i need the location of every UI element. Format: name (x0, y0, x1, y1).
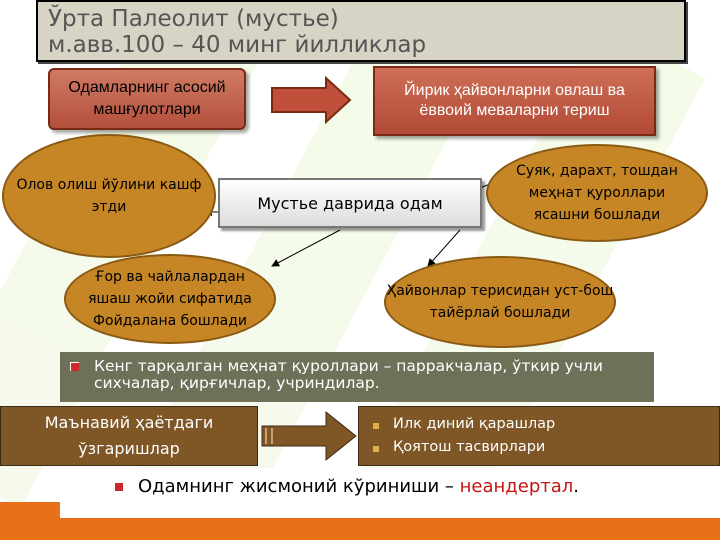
spiritual-list-item: Илк диний қарашлар (393, 416, 556, 432)
ellipse-tools-line-3: ясашни бошлади (533, 207, 661, 223)
footer-suffix: . (573, 476, 579, 497)
tools-bullet-line-1: Кенг тарқалган меҳнат қуроллари – паррак… (94, 357, 603, 375)
spiritual-list-item: Қоятош тасвирлари (393, 439, 546, 455)
ellipse-fire-line-1: Олов олиш йўлини кашф (16, 177, 202, 193)
hunting-line-1: Йирик ҳайвонларни овлаш ва (404, 82, 625, 99)
ellipse-tools: Суяк, дарахт, тошдан меҳнат қуроллари яс… (486, 144, 708, 242)
spiritual-line-1: Маънавий ҳаётдаги (44, 413, 214, 432)
arrow-to-caves (271, 229, 341, 267)
ellipse-skins-line-1: Ҳайвонлар терисидан уст-бош (386, 283, 614, 299)
list-square-icon (373, 423, 379, 429)
footer-statement: Одамнинг жисмоний кўриниши – неандертал. (60, 468, 720, 518)
spiritual-list-box: Илк диний қарашлар Қоятош тасвирлари (358, 406, 720, 466)
center-box: Мустье даврида одам (218, 178, 482, 228)
ellipse-caves-line-3: Фойдалана бошлади (92, 313, 247, 329)
ellipse-caves-line-2: яшаш жойи сифатида (88, 291, 252, 307)
footer-highlight: неандертал (459, 476, 574, 497)
spiritual-box: Маънавий ҳаётдаги ўзгаришлар (0, 406, 258, 466)
ellipse-caves-line-1: Ғор ва чайлалардан (95, 269, 245, 285)
title-box: Ўрта Палеолит (мустье) м.авв.100 – 40 ми… (36, 0, 686, 62)
ellipse-tools-line-2: меҳнат қуроллари (528, 185, 666, 201)
occupations-box: Одамларнинг асосий машғулотлари (48, 68, 246, 130)
list-square-icon (373, 446, 379, 452)
center-label: Мустье даврида одам (257, 193, 443, 213)
bullet-square-icon (70, 362, 79, 371)
ellipse-tools-line-1: Суяк, дарахт, тошдан (516, 163, 678, 179)
occupations-line-2: машғулотлари (93, 101, 201, 118)
ellipse-fire-line-2: этди (91, 199, 127, 215)
bullet-square-icon (114, 482, 123, 491)
block-arrow-spiritual (261, 410, 357, 462)
tools-bullet-box: Кенг тарқалган меҳнат қуроллари – паррак… (60, 352, 654, 402)
footer-prefix: Одамнинг жисмоний кўриниши – (138, 476, 460, 497)
hunting-line-2: ёввоий меваларни териш (419, 102, 610, 119)
ellipse-skins-line-2: тайёрлай бошлади (429, 305, 571, 321)
ellipse-skins: Ҳайвонлар терисидан уст-бош тайёрлай бош… (384, 256, 616, 348)
title-line-1: Ўрта Палеолит (мустье) (48, 6, 339, 32)
block-arrow-right (271, 75, 352, 125)
arrow-to-skins (427, 229, 461, 267)
occupations-line-1: Одамларнинг асосий (68, 79, 226, 96)
title-line-2: м.авв.100 – 40 минг йилликлар (48, 32, 427, 58)
hunting-box: Йирик ҳайвонларни овлаш ва ёввоий мевала… (373, 66, 656, 136)
tools-bullet-line-2: сихчалар, қирғичлар, учриндилар. (94, 374, 380, 392)
ellipse-caves: Ғор ва чайлалардан яшаш жойи сифатида Фо… (64, 254, 276, 344)
spiritual-line-2: ўзгаришлар (78, 439, 180, 458)
ellipse-fire: Олов олиш йўлини кашф этди (2, 134, 216, 258)
